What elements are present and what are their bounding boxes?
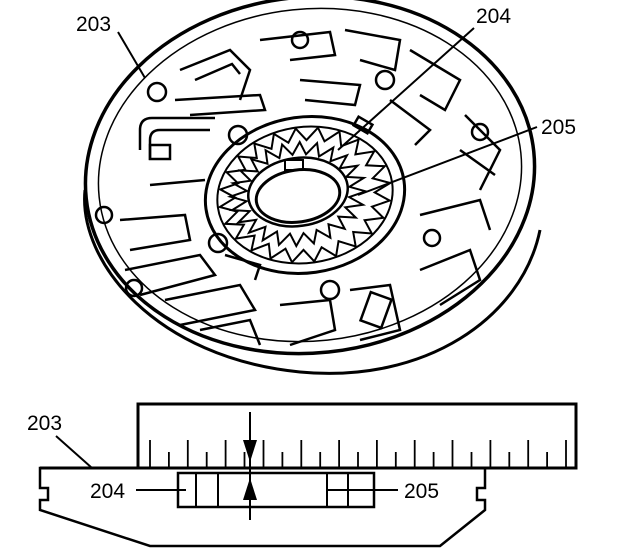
label-housing-top: 203 [76,13,111,36]
pump-body-face [83,0,537,356]
leader-203-bottom [55,435,93,469]
label-outer-gear-bottom: 205 [404,480,439,503]
bolt-holes [94,30,490,301]
inner-gear-teeth [226,139,370,249]
label-outer-gear-top: 205 [541,116,576,139]
label-inner-gear-bottom: 204 [90,480,125,503]
housing-cross-section [38,466,487,548]
pump-body-side [83,189,542,375]
pump-body-inner-rim [97,7,523,343]
outer-gear-tooth-ring [217,125,393,265]
leader-205-top [357,126,538,196]
gear-pocket [203,115,407,275]
leader-203-top [117,31,146,79]
hub-drive-tang [284,159,304,171]
arrow-down [243,440,257,462]
inner-gear-tooth-ring [226,139,370,249]
label-housing-bottom: 203 [27,412,62,435]
label-inner-gear-top: 204 [476,5,511,28]
hub-bore [254,168,342,224]
fluid-passages [119,28,502,347]
gear-section-dividers [195,473,370,507]
hub-outer [247,156,349,228]
clearance-gauge-view: 203 204 205 [27,402,578,548]
leader-204-top [337,27,475,151]
straightedge-scale [136,402,578,470]
scale-ticks [149,440,567,468]
outer-gear-teeth [217,125,393,265]
pump-body-view: 203 204 205 [76,0,576,375]
arrow-up [243,478,257,500]
